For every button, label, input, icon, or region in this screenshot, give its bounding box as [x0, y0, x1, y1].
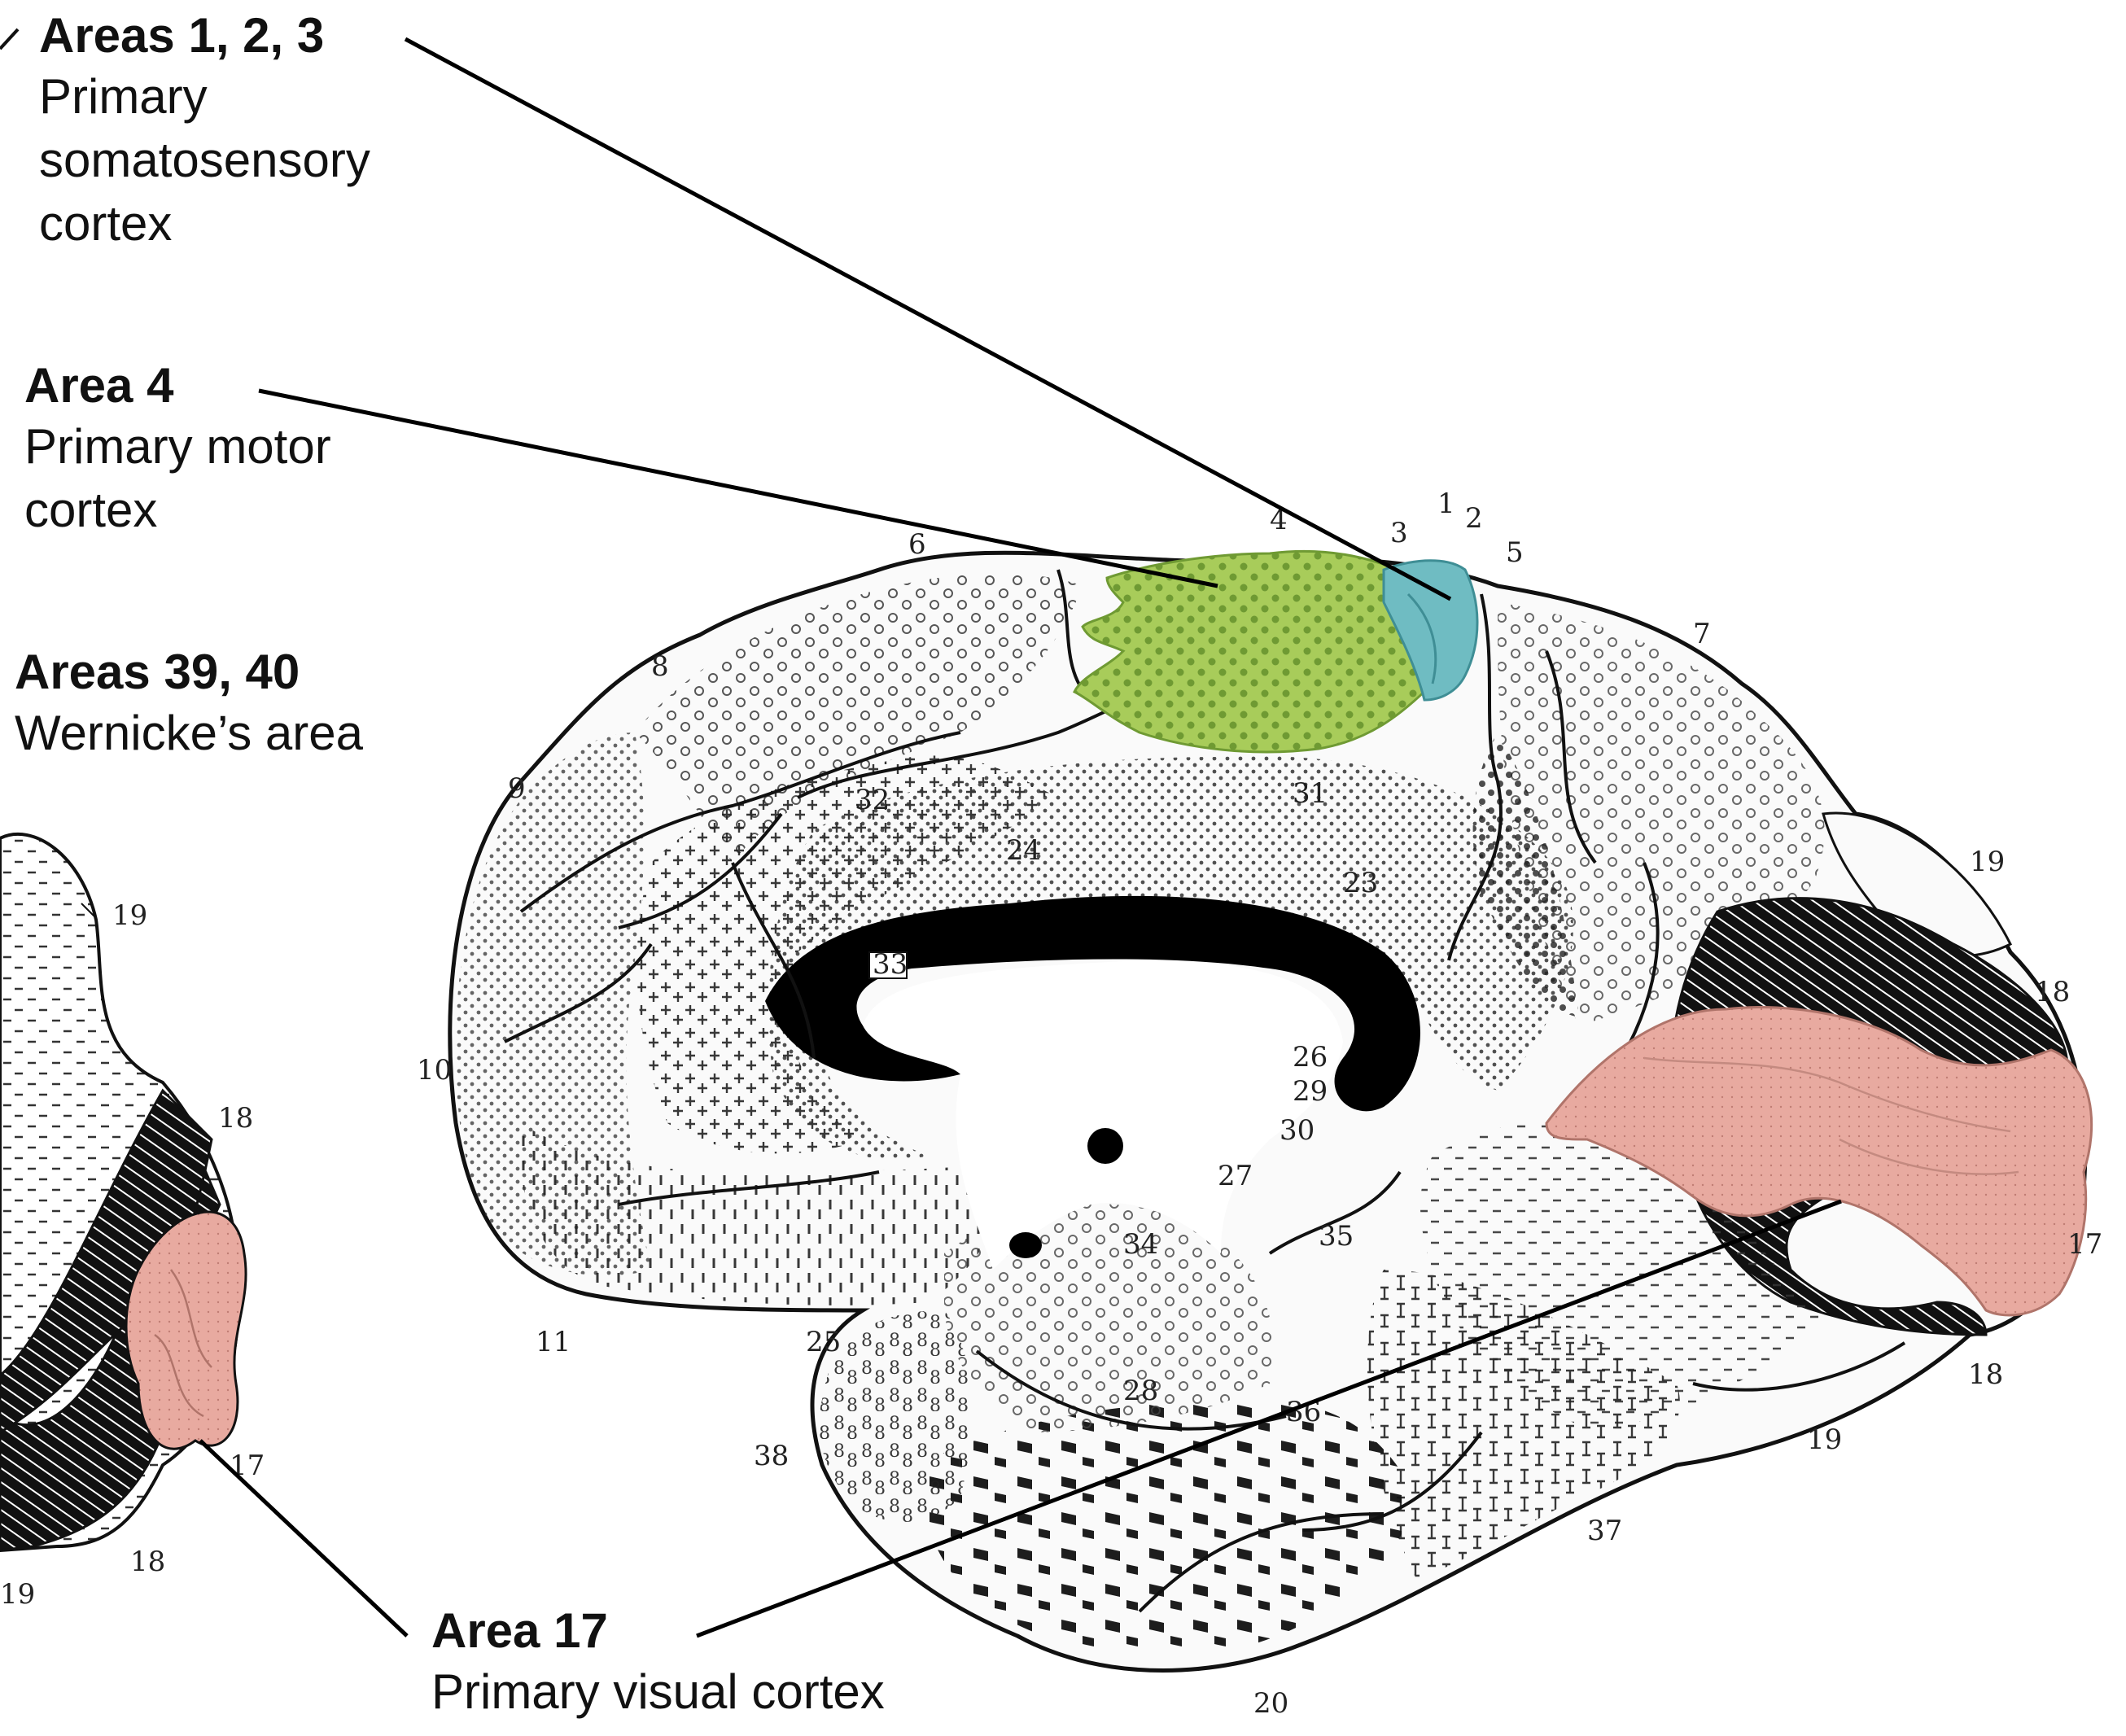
anterior-commissure: [1087, 1128, 1123, 1164]
label-area-37: 37: [1587, 1515, 1622, 1547]
inset-label-19: 19: [112, 899, 147, 932]
callout-wernicke-desc: Wernicke’s area: [15, 702, 438, 765]
inset-label-18: 18: [218, 1102, 253, 1135]
callout-motor-desc: Primary motor cortex: [24, 415, 431, 542]
inset-occipital-view: 19 18 17 18 19: [0, 29, 265, 1611]
label-area-9: 9: [508, 772, 526, 805]
label-area-8: 8: [651, 650, 669, 683]
label-area-18-upper: 18: [2035, 976, 2070, 1008]
label-area-33: 33: [873, 948, 908, 981]
callout-visual: Area 17 Primary visual cortex: [431, 1602, 1083, 1724]
label-area-1: 1: [1437, 488, 1455, 520]
inset-top-stroke: [0, 29, 18, 49]
label-area-34: 34: [1123, 1228, 1158, 1261]
label-area-26: 26: [1293, 1041, 1328, 1074]
inset-label-17: 17: [230, 1450, 265, 1482]
label-area-35: 35: [1319, 1220, 1354, 1253]
leader-line-visual-inset: [200, 1441, 407, 1636]
label-area-6: 6: [908, 528, 926, 561]
mammillary-body: [1009, 1232, 1042, 1258]
label-area-23: 23: [1343, 867, 1378, 899]
label-area-25: 25: [806, 1326, 841, 1358]
callout-wernicke-title: Areas 39, 40: [15, 643, 438, 702]
label-area-38: 38: [754, 1440, 789, 1472]
label-area-3: 3: [1390, 517, 1408, 549]
label-area-19-lower: 19: [1807, 1423, 1842, 1456]
callout-somatosensory-title: Areas 1, 2, 3: [39, 7, 462, 65]
label-area-27: 27: [1218, 1160, 1253, 1192]
inset-label-19-bottom: 19: [0, 1578, 35, 1611]
label-area-19-upper: 19: [1970, 846, 2005, 878]
label-area-10: 10: [417, 1054, 452, 1087]
area-4-primary-motor-cortex: [1074, 551, 1433, 752]
leader-line-somatosensory: [405, 39, 1450, 599]
label-area-31: 31: [1293, 777, 1328, 810]
callout-somatosensory: Areas 1, 2, 3 Primary somatosensory cort…: [39, 7, 462, 256]
label-area-11: 11: [536, 1326, 571, 1358]
label-area-28: 28: [1123, 1375, 1158, 1407]
callout-motor: Area 4 Primary motor cortex: [24, 356, 431, 542]
label-area-7: 7: [1693, 618, 1711, 650]
callout-wernicke: Areas 39, 40 Wernicke’s area: [15, 643, 438, 765]
callout-visual-desc: Primary visual cortex: [431, 1660, 1083, 1724]
callout-visual-title: Area 17: [431, 1602, 1083, 1660]
label-area-2: 2: [1465, 502, 1483, 535]
label-area-20: 20: [1253, 1687, 1288, 1720]
callout-motor-title: Area 4: [24, 356, 431, 415]
label-area-24: 24: [1006, 834, 1041, 867]
label-area-18-lower: 18: [1968, 1358, 2003, 1391]
label-area-5: 5: [1506, 536, 1524, 569]
label-area-17: 17: [2067, 1228, 2102, 1261]
medial-brain-view: 1 2 3 4 5 6 7 8 9 10 11 17 18 18 19 19 2…: [417, 488, 2102, 1720]
label-area-30: 30: [1280, 1114, 1315, 1147]
inset-label-18-bottom: 18: [130, 1546, 165, 1578]
label-area-32: 32: [855, 784, 890, 816]
callout-somatosensory-desc: Primary somatosensory cortex: [39, 65, 462, 256]
label-area-29: 29: [1293, 1075, 1328, 1108]
